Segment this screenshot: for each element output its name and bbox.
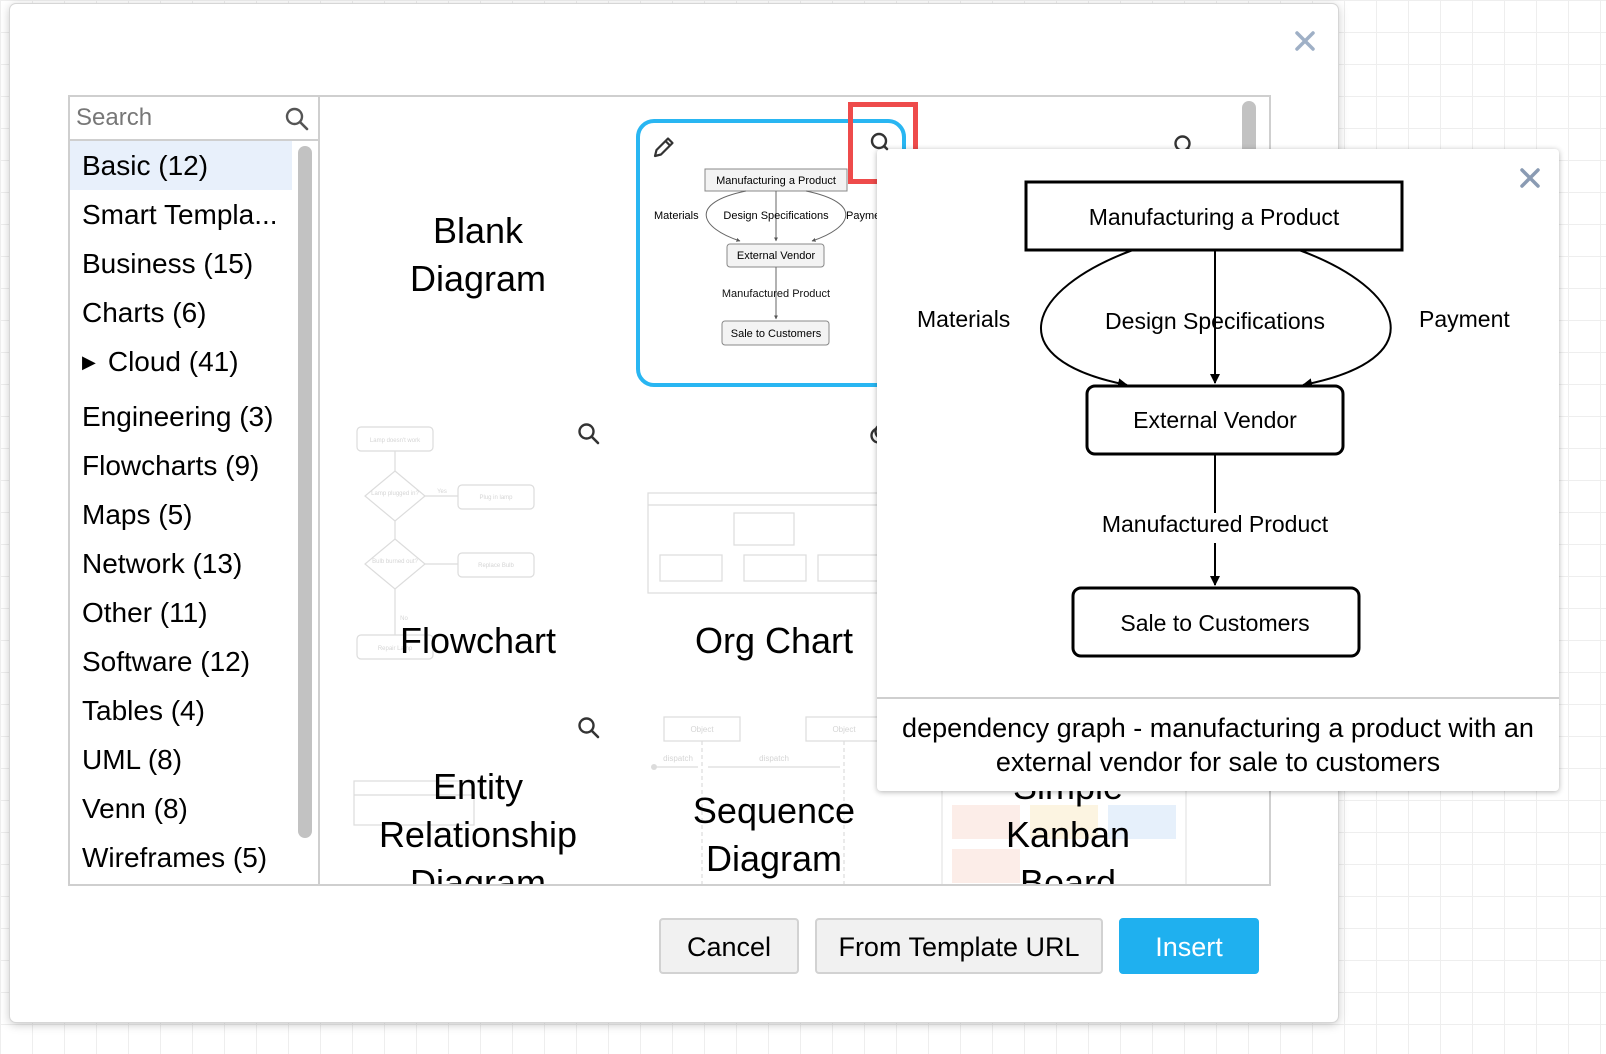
cancel-button[interactable]: Cancel bbox=[659, 918, 799, 974]
thumb-label: dispatch bbox=[663, 754, 693, 763]
template-title: Diagram bbox=[705, 838, 843, 879]
template-title: Kanban bbox=[1005, 814, 1131, 855]
sidebar-scrollbar[interactable] bbox=[298, 146, 312, 838]
preview-description: dependency graph - manufacturing a produ… bbox=[902, 713, 1534, 777]
insert-button[interactable]: Insert bbox=[1119, 918, 1259, 974]
search-icon[interactable] bbox=[284, 106, 310, 132]
thumb-label: Materials bbox=[654, 210, 699, 222]
template-title: Diagram bbox=[409, 862, 547, 884]
template-flowchart[interactable]: Lamp doesn't work Lamp plugged in? Plug … bbox=[350, 409, 606, 679]
category-uml[interactable]: UML (8) bbox=[82, 744, 183, 775]
thumb-label: Object bbox=[832, 725, 856, 734]
category-engineering[interactable]: Engineering (3) bbox=[82, 401, 274, 432]
template-entity-relationship[interactable]: Entity Relationship Diagram bbox=[350, 703, 606, 884]
category-business[interactable]: Business (15) bbox=[82, 248, 254, 279]
category-sidebar: Basic (12) Smart Templa... Business (15)… bbox=[70, 97, 320, 884]
thumb-label: Payme bbox=[846, 210, 880, 222]
template-preview-popup: Manufacturing a Product Materials Design… bbox=[877, 149, 1559, 791]
category-list: Basic (12) Smart Templa... Business (15)… bbox=[70, 141, 292, 882]
search-box bbox=[70, 97, 318, 141]
template-blank-diagram[interactable]: Blank Diagram bbox=[350, 111, 606, 381]
template-org-chart[interactable]: Org Chart bbox=[646, 409, 902, 679]
preview-label: Sale to Customers bbox=[1120, 610, 1309, 636]
category-flowcharts[interactable]: Flowcharts (9) bbox=[82, 450, 260, 481]
thumb-label: Manufacturing a Product bbox=[716, 175, 836, 187]
thumb-label: Yes bbox=[437, 489, 447, 495]
template-title: Diagram bbox=[409, 258, 547, 299]
template-title: Board bbox=[1019, 862, 1117, 884]
magnifier-icon[interactable] bbox=[868, 130, 894, 156]
template-thumbnail bbox=[941, 776, 1187, 884]
magnifier-icon[interactable] bbox=[576, 421, 602, 447]
template-thumbnail: Object Object dispatch dispatch bbox=[651, 716, 883, 884]
magnifier-icon[interactable] bbox=[576, 715, 602, 741]
category-tables[interactable]: Tables (4) bbox=[82, 695, 205, 726]
thumb-label: Repair Lamp bbox=[378, 646, 413, 652]
preview-label: Design Specifications bbox=[1105, 308, 1325, 334]
template-thumbnail: Lamp doesn't work Lamp plugged in? Plug … bbox=[356, 426, 535, 660]
close-icon[interactable] bbox=[1517, 165, 1543, 191]
thumb-label: Lamp plugged in? bbox=[371, 491, 419, 497]
thumb-label: Bulb burned out? bbox=[372, 559, 418, 565]
divider bbox=[877, 697, 1559, 699]
preview-label: Materials bbox=[917, 306, 1010, 332]
category-software[interactable]: Software (12) bbox=[82, 646, 251, 677]
template-sequence-diagram[interactable]: Object Object dispatch dispatch Sequence… bbox=[646, 703, 902, 884]
category-network[interactable]: Network (13) bbox=[82, 548, 243, 579]
template-simple-kanban[interactable]: Simple Kanban Board bbox=[940, 703, 1196, 884]
category-other[interactable]: Other (11) bbox=[82, 597, 208, 628]
thumb-label: Replace Bulb bbox=[478, 563, 514, 569]
from-template-url-button[interactable]: From Template URL bbox=[815, 918, 1103, 974]
thumb-label: Plug in lamp bbox=[479, 495, 513, 501]
preview-label: Payment bbox=[1419, 306, 1510, 332]
pencil-icon[interactable] bbox=[650, 133, 678, 161]
category-venn[interactable]: Venn (8) bbox=[82, 793, 188, 824]
category-smart-templates[interactable]: Smart Templa... bbox=[82, 199, 278, 230]
template-title: Org Chart bbox=[694, 620, 854, 661]
category-wireframes[interactable]: Wireframes (5) bbox=[82, 842, 268, 873]
thumb-label: External Vendor bbox=[737, 250, 816, 262]
template-thumbnail bbox=[353, 780, 475, 826]
triangle-right-icon[interactable]: ▶ bbox=[82, 352, 96, 372]
category-cloud[interactable]: ▶ Cloud (41) bbox=[70, 337, 292, 392]
template-thumbnail: Manufacturing a Product Materials Design… bbox=[654, 168, 880, 346]
template-title: Flowchart bbox=[399, 620, 557, 661]
thumb-label: Object bbox=[690, 725, 714, 734]
category-maps[interactable]: Maps (5) bbox=[82, 499, 193, 530]
template-title: Relationship bbox=[378, 814, 578, 855]
preview-label: External Vendor bbox=[1133, 407, 1297, 433]
category-cloud-label: Cloud (41) bbox=[107, 346, 239, 377]
close-icon[interactable] bbox=[1292, 28, 1318, 54]
category-basic[interactable]: Basic (12) bbox=[70, 141, 292, 190]
preview-label: Manufacturing a Product bbox=[1089, 204, 1340, 230]
template-title: Entity bbox=[432, 766, 524, 807]
thumb-label: Lamp doesn't work bbox=[370, 438, 421, 444]
thumb-label: No bbox=[400, 616, 408, 622]
thumb-label: Design Specifications bbox=[723, 210, 829, 222]
template-title: Sequence bbox=[692, 790, 856, 831]
category-charts[interactable]: Charts (6) bbox=[82, 297, 207, 328]
thumb-label: Sale to Customers bbox=[731, 328, 822, 340]
thumb-label: Manufactured Product bbox=[722, 288, 830, 300]
template-grid: Blank Diagram Manufacturing a Product bbox=[320, 97, 1240, 884]
template-title: Blank bbox=[432, 210, 524, 251]
thumb-label: dispatch bbox=[759, 754, 789, 763]
preview-diagram: Manufacturing a Product Materials Design… bbox=[917, 180, 1510, 658]
preview-label: Manufactured Product bbox=[1102, 511, 1329, 537]
search-input[interactable] bbox=[76, 103, 276, 133]
